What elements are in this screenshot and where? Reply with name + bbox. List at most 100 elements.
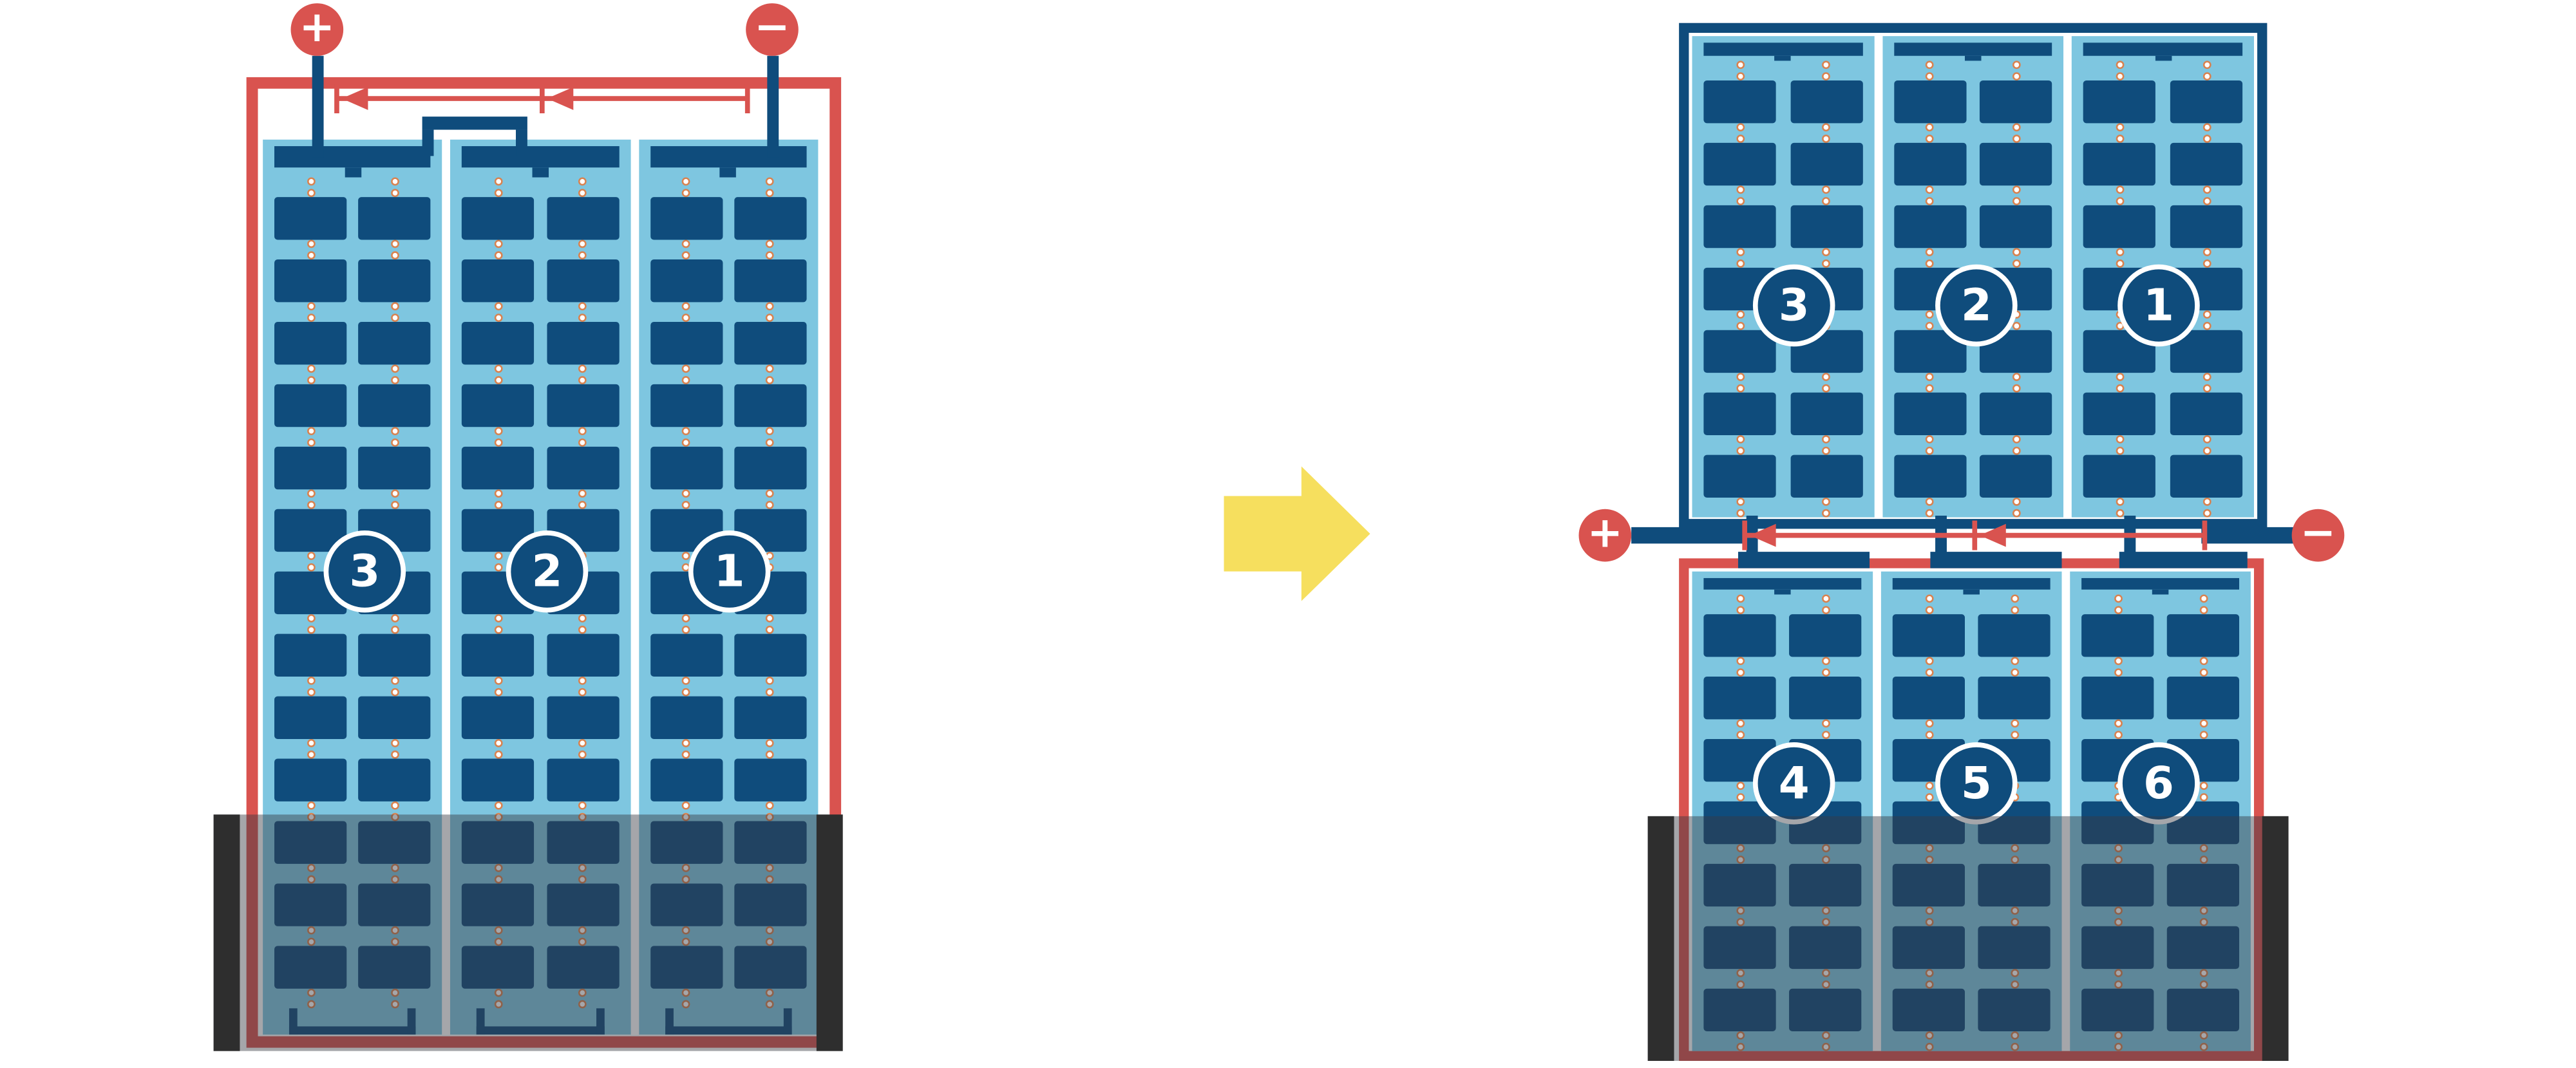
solder-dot xyxy=(494,177,503,186)
busbar-stub xyxy=(2152,589,2169,595)
pv-cell xyxy=(462,883,535,926)
solder-dot xyxy=(2012,61,2021,70)
solder-dot xyxy=(2202,72,2211,80)
solder-dot xyxy=(494,376,503,384)
cell-row xyxy=(1692,614,1873,657)
cell-dots xyxy=(263,801,442,821)
solder-dot xyxy=(2199,1031,2208,1040)
busbar xyxy=(2083,42,2243,55)
solder-dot xyxy=(2199,719,2208,728)
solder-dot xyxy=(578,364,587,373)
dot-pair xyxy=(1978,906,2050,926)
solder-dot xyxy=(390,738,399,747)
solder-dot xyxy=(494,314,503,322)
solder-dot xyxy=(1924,1031,1933,1040)
dot-pair xyxy=(2170,61,2242,80)
dot-pair xyxy=(547,489,619,509)
shadow-post-right xyxy=(2262,816,2289,1061)
pv-cell xyxy=(2170,80,2243,124)
cell-dots xyxy=(263,863,442,884)
pv-cell xyxy=(462,696,535,739)
solder-dot xyxy=(306,251,315,260)
dot-pair xyxy=(1790,373,1862,393)
solder-dot xyxy=(2010,719,2018,728)
pv-cell xyxy=(1893,454,1966,498)
solder-dot xyxy=(306,875,315,884)
dot-pair xyxy=(1703,497,1776,518)
cell-row xyxy=(2072,142,2254,186)
pv-cell xyxy=(734,197,807,240)
solder-dot xyxy=(306,937,315,946)
solder-dot xyxy=(494,625,503,634)
dot-pair xyxy=(650,988,722,1009)
cell-dots xyxy=(638,614,818,634)
dot-pair xyxy=(734,926,806,946)
dot-pair xyxy=(2167,782,2239,801)
pv-cell xyxy=(2166,614,2240,657)
dot-pair xyxy=(1703,969,1776,989)
cell-dots xyxy=(451,177,630,198)
cell-dots xyxy=(638,239,818,260)
dot-pair xyxy=(2084,61,2156,80)
solder-dot xyxy=(2010,657,2018,666)
panel-number-badge: 2 xyxy=(506,530,589,613)
solder-dot xyxy=(682,189,690,198)
pv-cell xyxy=(650,696,723,739)
solder-dot xyxy=(2010,844,2018,852)
plus-icon: + xyxy=(1587,509,1624,559)
dot-pair xyxy=(650,489,722,509)
negative-terminal: − xyxy=(746,3,799,56)
cell-row xyxy=(1881,614,2062,657)
plus-icon: + xyxy=(299,3,336,53)
solder-dot xyxy=(578,314,587,322)
panel-number: 4 xyxy=(1778,758,1810,809)
solder-dot xyxy=(1926,61,1934,70)
pv-cell xyxy=(274,321,347,365)
pv-cell xyxy=(358,197,431,240)
pv-cell xyxy=(650,321,723,365)
busbar xyxy=(1893,42,2053,55)
dot-pair xyxy=(1703,61,1776,80)
pv-cell xyxy=(546,259,619,303)
solder-dot xyxy=(578,1000,587,1009)
solder-dot xyxy=(2202,310,2211,319)
solder-dot xyxy=(766,750,775,759)
solder-dot xyxy=(494,438,503,447)
dot-pair xyxy=(734,614,806,634)
busbar xyxy=(462,146,619,168)
dot-pair xyxy=(359,364,431,384)
solder-dot xyxy=(1926,435,1934,444)
pv-cell xyxy=(274,758,347,801)
cell-dots xyxy=(2070,657,2251,677)
cell-dots xyxy=(1881,657,2062,677)
solder-dot xyxy=(2116,248,2125,256)
dot-pair xyxy=(274,988,346,1009)
solder-dot xyxy=(2202,259,2211,268)
pv-cell xyxy=(1892,926,1965,970)
dot-pair xyxy=(650,302,722,322)
solder-dot xyxy=(1822,435,1831,444)
dot-pair xyxy=(1980,435,2052,455)
pv-cell xyxy=(462,946,535,989)
solder-dot xyxy=(1821,1042,1830,1051)
cell-row xyxy=(263,446,442,490)
solder-dot xyxy=(1821,844,1830,852)
solder-dot xyxy=(306,438,315,447)
solder-dot xyxy=(494,364,503,373)
dot-pair xyxy=(274,239,346,260)
solder-dot xyxy=(2113,1042,2122,1051)
cell-row xyxy=(451,259,630,303)
pv-cell xyxy=(734,758,807,801)
dot-pair xyxy=(274,489,346,509)
solder-dot xyxy=(2012,185,2021,194)
solder-dot xyxy=(2010,594,2018,603)
solder-dot xyxy=(2202,321,2211,330)
dot-pair xyxy=(734,863,806,884)
solder-dot xyxy=(2012,373,2021,381)
solder-dot xyxy=(1736,969,1744,977)
pv-cell xyxy=(358,633,431,677)
dot-pair xyxy=(1703,1031,1776,1051)
pv-cell xyxy=(462,446,535,490)
solder-dot xyxy=(1926,384,1934,393)
dot-pair xyxy=(1789,719,1861,739)
